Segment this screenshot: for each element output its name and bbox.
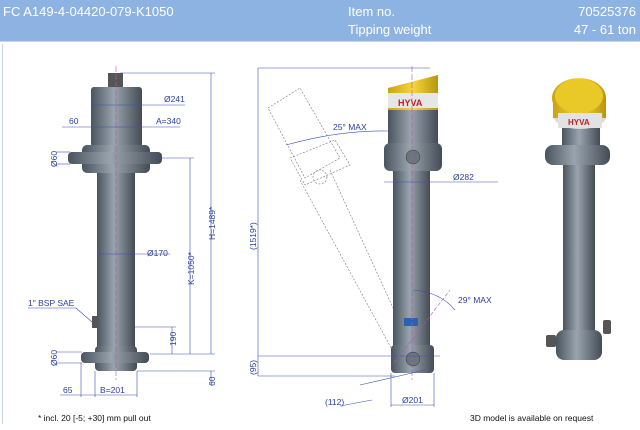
tipping-weight-value: 47 - 61 ton xyxy=(573,22,636,37)
dim-swing: (112) xyxy=(325,397,344,407)
dim-base-offset: 60 xyxy=(207,376,217,386)
dim-h: H=1489* xyxy=(207,206,217,240)
dim-head-diameter: Ø241 xyxy=(164,94,185,104)
dim-tilt-bottom: 29° MAX xyxy=(458,295,492,305)
dim-bottom-pin-diameter: Ø60 xyxy=(49,350,59,366)
tipping-weight-label: Tipping weight xyxy=(348,22,432,37)
dim-k: K=1050* xyxy=(186,251,196,285)
side-view-cylinder: HYVA xyxy=(384,75,442,373)
3d-model-note: 3D model is available on request xyxy=(470,413,594,423)
port-label: 1" BSP SAE xyxy=(28,298,75,308)
item-no-label: Item no. xyxy=(348,4,395,19)
dim-base-diameter: Ø201 xyxy=(402,395,423,405)
product-title: FC A149-4-04420-079-K1050 xyxy=(3,4,174,19)
hyva-logo: HYVA xyxy=(398,98,423,108)
frame-rule xyxy=(2,44,3,424)
dim-pin-length: 65 xyxy=(63,385,73,395)
dim-length: (1519*) xyxy=(248,222,258,250)
header-bar: FC A149-4-04420-079-K1050 Item no. 70525… xyxy=(0,0,640,42)
dim-bottom: (95) xyxy=(248,360,258,375)
item-no-value: 70525376 xyxy=(578,4,636,19)
dim-b: B=201 xyxy=(100,385,125,395)
dim-tube-diameter: Ø170 xyxy=(147,248,168,258)
footnote: * incl. 20 [-5; +30] mm pull out xyxy=(38,413,151,423)
side-view-dimensions xyxy=(257,66,498,407)
dim-tilt-top: 25° MAX xyxy=(333,122,367,132)
dim-a: A=340 xyxy=(156,116,181,126)
front-view-cylinder xyxy=(68,73,162,371)
dim-top-pin-diameter: Ø60 xyxy=(49,151,59,167)
svg-text:HYVA: HYVA xyxy=(568,118,590,127)
dim-port-height: 190 xyxy=(168,332,178,346)
dim-trunnion-diameter: Ø282 xyxy=(453,172,474,182)
dim-pin-offset: 60 xyxy=(69,116,79,126)
side-view-ghost-tilted xyxy=(267,87,411,356)
front-view-dimensions xyxy=(28,66,215,397)
3d-view-cylinder: HYVA xyxy=(545,78,611,360)
